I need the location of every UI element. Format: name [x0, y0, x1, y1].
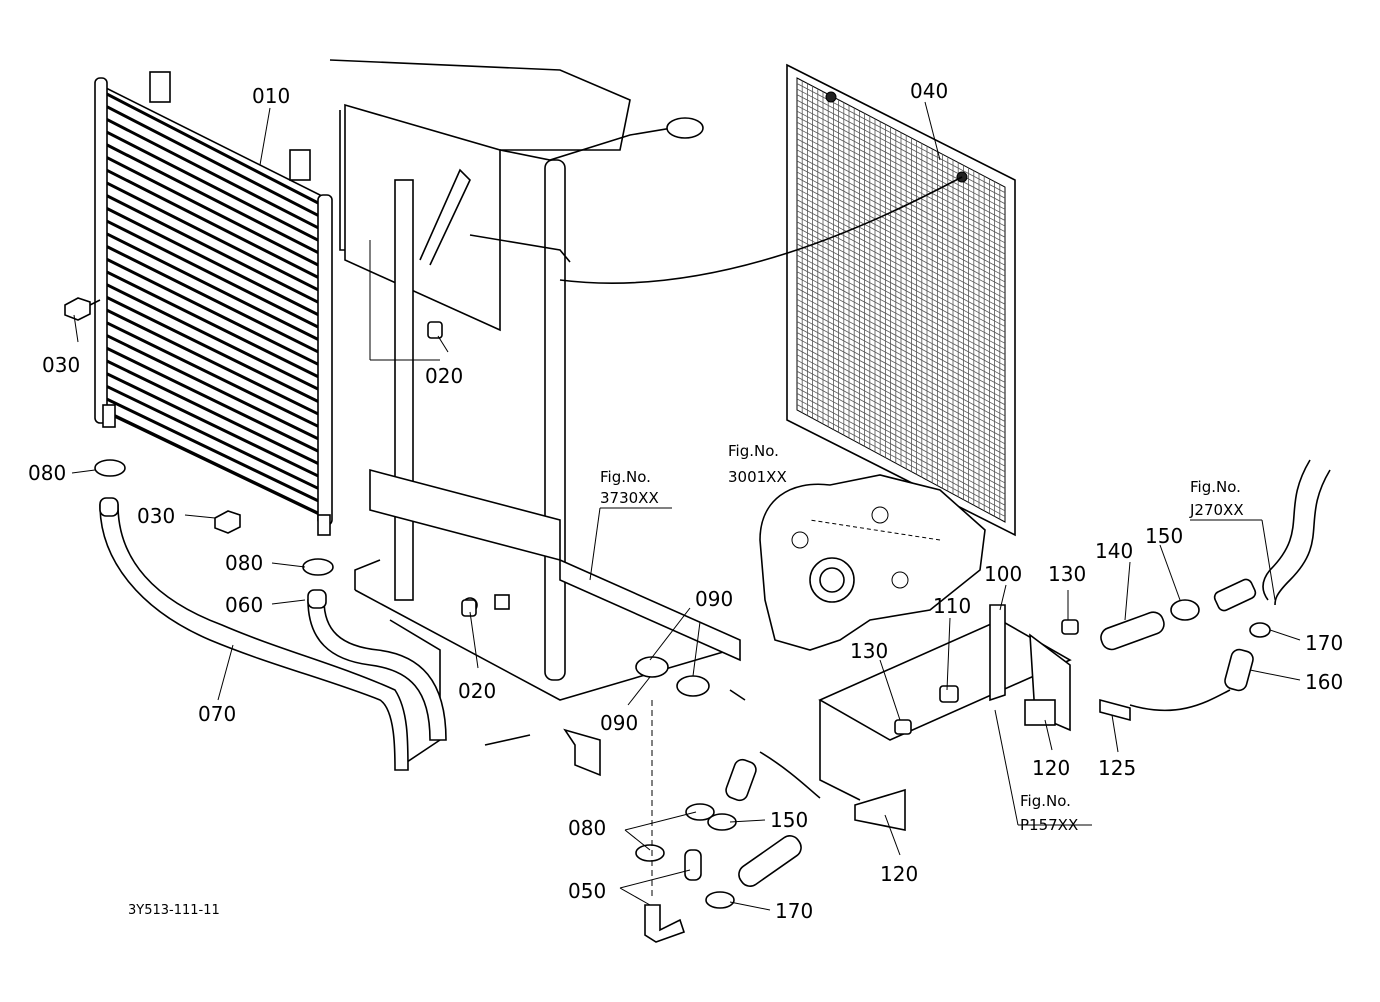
label-100: 100 — [984, 562, 1022, 586]
label-125: 125 — [1098, 756, 1136, 780]
label-120-bottom: 120 — [880, 862, 918, 886]
label-080-mid: 080 — [225, 551, 263, 575]
fig-ref-3730-number: 3730XX — [600, 489, 659, 507]
screen-panel-drawing — [559, 63, 1016, 537]
hoses-drawing — [99, 497, 447, 771]
fig-ref-p157-number: P157XX — [1020, 816, 1078, 834]
label-130-right: 130 — [1048, 562, 1086, 586]
label-150-bottom: 150 — [770, 808, 808, 832]
label-070: 070 — [198, 702, 236, 726]
figure-references: Fig.No. 3730XX Fig.No. 3001XX Fig.No. J2… — [600, 442, 1244, 834]
label-150-right: 150 — [1145, 524, 1183, 548]
label-040: 040 — [910, 79, 948, 103]
engine-block-drawing — [759, 474, 986, 651]
label-120-right: 120 — [1032, 756, 1070, 780]
fig-ref-3001-number: 3001XX — [728, 468, 787, 486]
drawing-id: 3Y513-111-11 — [128, 903, 220, 918]
label-170-bottom: 170 — [775, 899, 813, 923]
fig-ref-p157-caption: Fig.No. — [1020, 792, 1071, 810]
label-060: 060 — [225, 593, 263, 617]
frame-bracket-drawing — [329, 59, 746, 777]
label-050: 050 — [568, 879, 606, 903]
oil-cooler-drawing — [94, 71, 333, 536]
label-140: 140 — [1095, 539, 1133, 563]
label-170-right: 170 — [1305, 631, 1343, 655]
label-020-lower: 020 — [458, 679, 496, 703]
label-020-upper: 020 — [425, 364, 463, 388]
label-030-lower: 030 — [137, 504, 175, 528]
label-160: 160 — [1305, 670, 1343, 694]
fasteners-drawing — [64, 297, 1331, 943]
lower-bracket-drawing — [818, 604, 1131, 831]
label-130-left: 130 — [850, 639, 888, 663]
label-080-left: 080 — [28, 461, 66, 485]
label-080-bottom: 080 — [568, 816, 606, 840]
fig-ref-j270-number: J270XX — [1189, 501, 1244, 519]
fig-ref-3001-caption: Fig.No. — [728, 442, 779, 460]
leader-lines — [71, 101, 1301, 911]
part-labels: 010 040 030 020 080 030 080 060 070 020 … — [28, 79, 1343, 923]
fig-ref-j270-caption: Fig.No. — [1190, 478, 1241, 496]
label-090-lower: 090 — [600, 711, 638, 735]
fig-ref-3730-caption: Fig.No. — [600, 468, 651, 486]
label-010: 010 — [252, 84, 290, 108]
label-090-upper: 090 — [695, 587, 733, 611]
label-110: 110 — [933, 594, 971, 618]
label-030-upper: 030 — [42, 353, 80, 377]
